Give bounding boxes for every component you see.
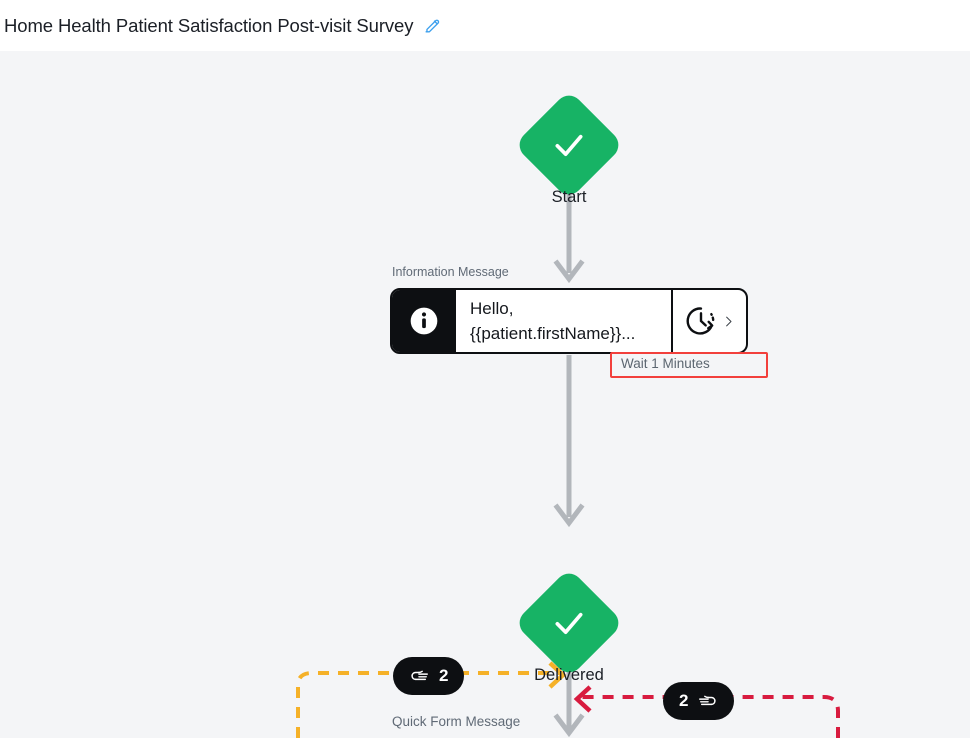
node-information-message[interactable]: Hello, {{patient.firstName}}...: [390, 288, 748, 354]
flow-canvas[interactable]: Start Information Message Hello, {{patie…: [0, 51, 970, 738]
quick-form-message-step-label: Quick Form Message: [392, 714, 521, 729]
branch-count-right: 2: [679, 691, 689, 710]
hand-pointing-right-icon: [409, 665, 432, 688]
information-message-body: Hello, {{patient.firstName}}...: [456, 290, 671, 352]
flow-connectors: [296, 184, 840, 738]
wait-duration-chip[interactable]: Wait 1 Minutes: [610, 352, 768, 378]
information-message-timer-action[interactable]: [671, 290, 746, 352]
message-line-2: {{patient.firstName}}...: [470, 324, 636, 343]
start-node-shape[interactable]: [513, 89, 625, 201]
start-node-label: Start: [551, 188, 587, 206]
page-header: Home Health Patient Satisfaction Post-vi…: [0, 0, 970, 51]
message-line-1: Hello,: [470, 299, 514, 318]
check-icon: [555, 134, 583, 157]
node-delivered[interactable]: Delivered: [513, 567, 625, 684]
hand-pointing-left-icon: [695, 690, 718, 713]
branch-count-left: 2: [439, 666, 449, 685]
chevron-right-icon: [725, 316, 731, 326]
timer-clock-icon: [686, 307, 714, 335]
check-icon: [555, 612, 583, 634]
information-message-step-label: Information Message: [392, 265, 509, 279]
page-title: Home Health Patient Satisfaction Post-vi…: [4, 14, 414, 36]
info-icon: [392, 290, 456, 352]
delivered-node-shape[interactable]: [513, 567, 625, 679]
branch-badge-left[interactable]: 2: [393, 657, 465, 695]
delivered-node-label: Delivered: [534, 666, 604, 684]
node-start[interactable]: Start: [513, 89, 625, 206]
pencil-edit-icon[interactable]: [423, 16, 442, 35]
branch-badge-right[interactable]: 2: [663, 682, 735, 720]
